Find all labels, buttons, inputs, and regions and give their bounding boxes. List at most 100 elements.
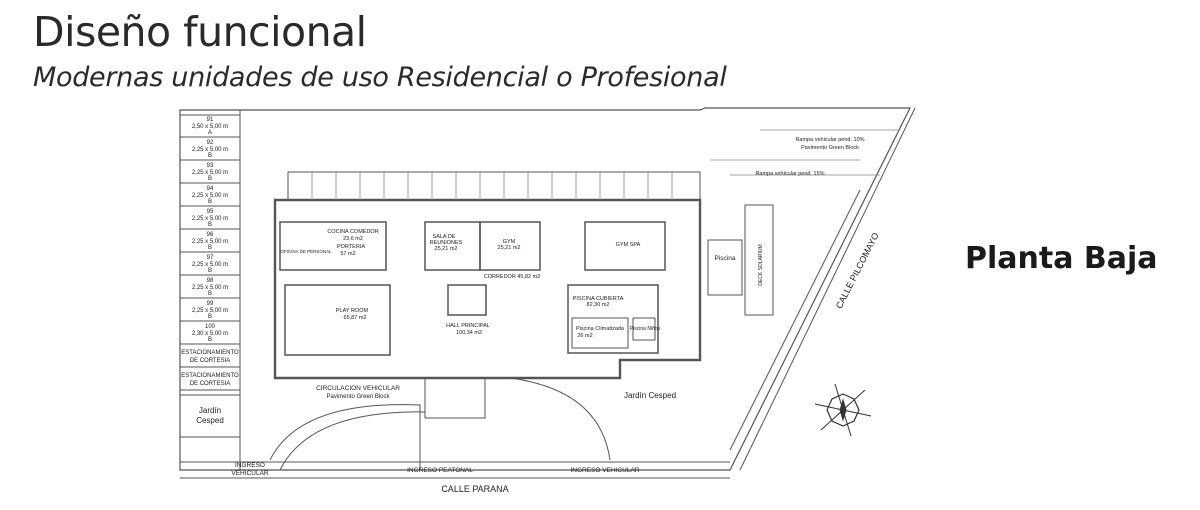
label-sala-area: 25,21 m2 xyxy=(435,246,458,252)
label-gym-area: 25,21 m2 xyxy=(498,245,521,251)
label-ingreso-veh-right: INGRESO VEHICULAR xyxy=(571,467,640,474)
svg-text:100: 100 xyxy=(205,324,216,330)
label-hall-area: 100,34 m2 xyxy=(456,330,482,336)
page-title: Diseño funcional xyxy=(33,8,367,56)
label-oficina: OFICINA DE PERSONAL xyxy=(280,249,332,254)
label-calle-pilcomayo: CALLE PILCOMAYO xyxy=(834,231,881,310)
svg-text:B: B xyxy=(208,176,212,182)
svg-text:B: B xyxy=(208,337,212,343)
parking-space-96: 96 2,25 x 5,00 m B xyxy=(180,232,240,253)
label-sala-1: SALA DE xyxy=(433,234,456,240)
room-cocina-wall xyxy=(279,221,387,271)
parking-space-93: 93 2,25 x 5,00 m B xyxy=(180,163,240,184)
svg-text:95: 95 xyxy=(207,209,214,215)
svg-text:DE CORTESIA: DE CORTESIA xyxy=(190,358,231,364)
svg-text:94: 94 xyxy=(207,186,214,192)
garden-left: Jardín Cesped xyxy=(196,406,224,425)
svg-text:Cesped: Cesped xyxy=(196,416,224,425)
parking-number: 91 xyxy=(207,117,214,123)
parking-space-92: 92 2,25 x 5,00 m B xyxy=(180,140,240,161)
site-boundary xyxy=(179,107,911,471)
stair-core xyxy=(447,284,487,316)
label-cocina: COCINA COMEDOR xyxy=(327,229,378,235)
parking-space-100: 100 2,30 x 5,00 m B xyxy=(180,324,240,345)
label-jardin-cesped: Jardín Cesped xyxy=(624,391,676,400)
room-spa-wall xyxy=(584,221,666,271)
room-gym-wall xyxy=(479,221,541,271)
pool-kids xyxy=(632,317,656,341)
entrance-stairs xyxy=(424,377,486,419)
svg-text:Jardín: Jardín xyxy=(199,406,221,415)
parking-space-91: 91 2,50 x 5,00 m A xyxy=(180,117,240,138)
parking-space-97: 97 2,25 x 5,00 m B xyxy=(180,255,240,276)
svg-text:ESTACIONAMIENTO: ESTACIONAMIENTO xyxy=(181,373,239,379)
svg-text:B: B xyxy=(208,245,212,251)
label-ingreso-peatonal: INGRESO PEATONAL xyxy=(407,467,473,474)
svg-text:2,25 x 5,00 m: 2,25 x 5,00 m xyxy=(192,239,228,245)
plan-label: Planta Baja xyxy=(965,241,1158,276)
svg-text:B: B xyxy=(208,153,212,159)
label-playroom-area: 65,87 m2 xyxy=(344,315,367,321)
room-piscina-wall xyxy=(567,284,659,354)
label-pavimento-1: Pavimento Green Block xyxy=(801,145,859,151)
compass-rose-icon xyxy=(814,383,872,437)
garden-left-box xyxy=(179,394,241,438)
label-porteria: PORTERIA xyxy=(337,244,365,250)
label-porteria-area: 57 m2 xyxy=(340,251,355,257)
svg-text:99: 99 xyxy=(207,301,214,307)
label-piscina-cubierta-area: 82,30 m2 xyxy=(587,302,610,308)
room-playroom-wall xyxy=(284,284,391,356)
svg-text:2,25 x 5,00 m: 2,25 x 5,00 m xyxy=(192,147,228,153)
label-ingreso-veh-2: VEHICULAR xyxy=(231,470,269,477)
courtesy-parking-2: ESTACIONAMIENTO DE CORTESIA xyxy=(180,373,240,391)
svg-text:2,25 x 5,00 m: 2,25 x 5,00 m xyxy=(192,193,228,199)
label-gym: GYM xyxy=(503,239,516,245)
svg-text:DE CORTESIA: DE CORTESIA xyxy=(190,381,231,387)
parking-cat: A xyxy=(208,130,212,136)
svg-text:2,25 x 5,00 m: 2,25 x 5,00 m xyxy=(192,262,228,268)
svg-text:B: B xyxy=(208,314,212,320)
label-calle-parana: CALLE PARANA xyxy=(441,484,508,494)
page-subtitle: Modernas unidades de uso Residencial o P… xyxy=(33,62,727,93)
svg-text:93: 93 xyxy=(207,163,214,169)
svg-text:2,25 x 5,00 m: 2,25 x 5,00 m xyxy=(192,170,228,176)
label-ingreso-veh-1: INGRESO xyxy=(235,462,265,469)
building-outline xyxy=(273,198,702,380)
svg-text:2,25 x 5,00 m: 2,25 x 5,00 m xyxy=(192,308,228,314)
label-deck: DECK SOLARIUM xyxy=(758,244,764,285)
svg-text:2,25 x 5,00 m: 2,25 x 5,00 m xyxy=(192,216,228,222)
svg-text:B: B xyxy=(208,291,212,297)
svg-text:B: B xyxy=(208,199,212,205)
label-circulacion: CIRCULACION VEHICULAR xyxy=(316,385,400,392)
label-piscina-ninos: Piscina Niños xyxy=(630,326,661,332)
parking-space-95: 95 2,25 x 5,00 m B xyxy=(180,209,240,230)
label-rampa-1: Rampa vehicular pend. 10% xyxy=(795,137,864,143)
label-hall: HALL PRINCIPAL xyxy=(446,323,490,329)
svg-text:B: B xyxy=(208,222,212,228)
label-gymspa: GYM SPA xyxy=(616,242,641,248)
label-rampa-2: Rampa vehicular pend. 15% xyxy=(755,171,824,177)
svg-text:2,25 x 5,00 m: 2,25 x 5,00 m xyxy=(192,285,228,291)
svg-text:96: 96 xyxy=(207,232,214,238)
courtesy-parking-1: ESTACIONAMIENTO DE CORTESIA xyxy=(180,350,240,368)
parking-size: 2,50 x 5,00 m xyxy=(192,124,228,130)
top-parking-row xyxy=(287,171,701,201)
label-piscina-cubierta: PISCINA CUBIERTA xyxy=(573,296,624,302)
svg-text:98: 98 xyxy=(207,278,214,284)
label-corredor: CORREDOR 45,82 m2 xyxy=(484,274,541,280)
label-playroom: PLAY ROOM xyxy=(336,308,369,314)
deck-solarium xyxy=(744,204,774,316)
pool-indoor xyxy=(571,317,629,349)
parking-space-98: 98 2,25 x 5,00 m B xyxy=(180,278,240,299)
svg-text:2,30 x 5,00 m: 2,30 x 5,00 m xyxy=(192,331,228,337)
svg-text:92: 92 xyxy=(207,140,214,146)
svg-text:97: 97 xyxy=(207,255,214,261)
curve-driveway-right xyxy=(509,377,611,461)
pool-exterior xyxy=(707,239,743,296)
label-piscina-ext: Piscina xyxy=(715,255,736,262)
svg-text:ESTACIONAMIENTO: ESTACIONAMIENTO xyxy=(181,350,239,356)
svg-text:B: B xyxy=(208,268,212,274)
label-sala-2: REUNIONES xyxy=(430,240,463,246)
label-cocina-area: 23,6 m2 xyxy=(343,236,363,242)
